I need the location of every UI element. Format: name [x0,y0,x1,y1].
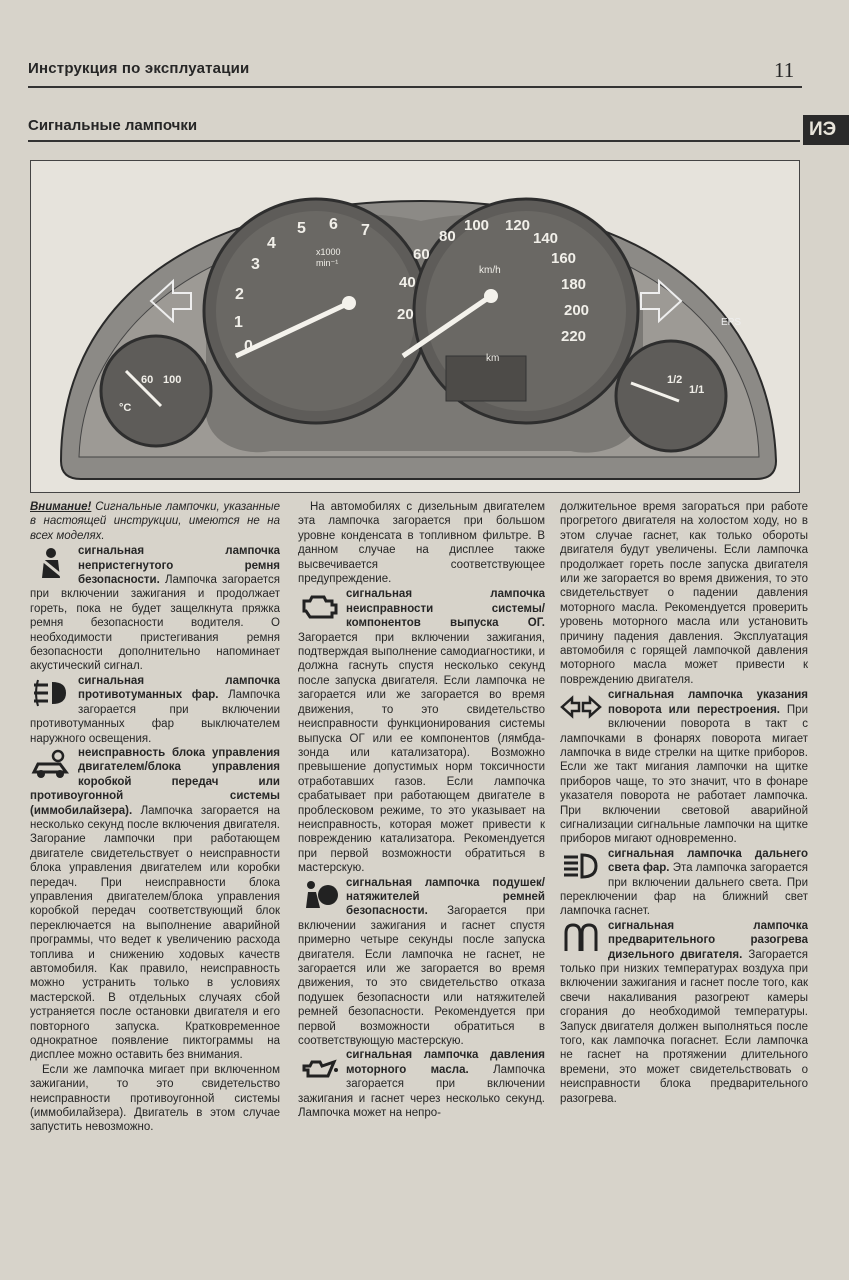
diesel-condensate-text: На автомобилях с дизельным двигателем эт… [298,501,545,586]
speedo-label: 60 [413,246,430,263]
turn-lamp-title: сигнальная лампочка указания поворота ил… [608,689,808,716]
odometer-unit: km [486,353,499,364]
glow-plug-lamp-text: Загорается только при низких температура… [560,948,808,1105]
warning-text: Сигнальные лампочки, указанные в настоящ… [30,501,280,542]
text-column-1: Внимание! Сигнальные лампочки, указанные… [30,500,280,1136]
airbag-lamp-title: сигнальная лампочка подушек/натяжителей … [346,876,545,918]
turn-lamp-text: При включении поворота в такт с лампочка… [560,703,808,846]
temp-label: 60 [141,374,153,386]
tacho-unit: x1000 [316,247,341,257]
running-header: Инструкция по эксплуатации [28,60,250,77]
speedo-label: 200 [564,302,589,319]
belt-lamp-title: сигнальная лампочка непристегнутого ремн… [78,545,280,587]
exhaust-lamp-text: Загорается при включении зажигания, подт… [298,631,545,875]
temp-label: 100 [163,374,181,386]
speedo-label: 80 [439,228,456,245]
fog-lamp-title: сигнальная лампочка противотуманных фар. [78,674,280,702]
tacho-label: 1 [234,314,243,331]
fuel-gauge [614,339,728,453]
speedo-label: 220 [561,328,586,345]
immobilizer-text: Если же лампочка мигает при включенном з… [30,1063,280,1134]
fuel-label: 1/1 [689,384,704,396]
high-beam-icon [560,849,602,883]
car-key-icon [30,748,72,782]
glow-plug-lamp-title: сигнальная лампочка предварительного раз… [608,919,808,961]
turn-right-arrow-icon [640,278,683,324]
speedo-label: 100 [464,217,489,234]
high-beam-lamp-text: Эта лампочка загорается при включении да… [560,862,808,918]
speedo-label: 140 [533,230,558,247]
ecu-lamp-title: неисправность блока управления двигателе… [30,746,280,817]
tacho-label: 5 [297,220,306,237]
glow-plug-lamp-block: сигнальная лампочка предварительного раз… [560,919,808,1106]
speedo-label: 180 [561,276,586,293]
engine-icon [298,589,340,623]
oil-can-icon [298,1050,340,1084]
glow-plug-icon [560,921,602,955]
speedo-label: 120 [505,217,530,234]
tacho-label: 6 [329,216,338,233]
tacho-unit-2: min⁻¹ [316,258,338,268]
tacho-label: 2 [235,286,244,303]
turn-signal-arrows-icon [560,690,602,724]
page-number: 11 [774,58,795,82]
tacho-label: 3 [251,256,260,273]
fog-lamp-block: сигнальная лампочка противотуманных фар.… [30,674,280,746]
speedo-label: 40 [399,274,416,291]
oil-lamp-block: сигнальная лампочка давления моторного м… [298,1048,545,1120]
fog-light-icon [30,676,72,710]
section-title: Сигнальные лампочки [28,117,198,134]
speedo-label: 20 [397,306,414,323]
high-beam-lamp-block: сигнальная лампочка дальнего света фар. … [560,847,808,919]
exhaust-lamp-block: сигнальная лампочка неисправности систем… [298,587,545,875]
high-beam-lamp-title: сигнальная лампочка дальнего света фар. [608,847,808,875]
speedo-needle [401,293,493,359]
belt-lamp-block: сигнальная лампочка непристегнутого ремн… [30,544,280,674]
oil-pressure-continued-text: должительное время загораться при работе… [560,501,808,686]
ecu-lamp-block: неисправность блока управления двигателе… [30,746,280,1063]
warning-note: Внимание! Сигнальные лампочки, указанные… [30,500,280,543]
text-column-3: должительное время загораться при работе… [560,500,808,1106]
speedo-label: 160 [551,250,576,267]
airbag-icon [298,878,340,912]
airbag-lamp-block: сигнальная лампочка подушек/натяжителей … [298,876,545,1049]
exhaust-lamp-title: сигнальная лампочка неисправности систем… [346,588,545,630]
tacho-label: 4 [267,235,276,252]
oil-lamp-text: Лампочка загорается при включении зажига… [298,1063,545,1120]
section-rule [28,140,800,142]
belt-lamp-text: Лампочка загорается при включении зажига… [30,574,280,673]
turn-lamp-block: сигнальная лампочка указания поворота ил… [560,688,808,846]
header-rule [28,86,802,88]
turn-left-arrow-icon [149,278,192,324]
section-tab: ИЭ [803,115,849,145]
temperature-gauge [99,334,213,448]
warning-title: Внимание! [30,501,92,513]
dashboard-figure: 0 1 2 3 4 5 6 7 x1000 min⁻¹ 20 40 60 80 … [30,160,800,493]
speedo-unit: km/h [479,265,501,276]
oil-lamp-title: сигнальная лампочка давления моторного м… [346,1049,545,1076]
instrument-cluster-illustration: 0 1 2 3 4 5 6 7 x1000 min⁻¹ 20 40 60 80 … [59,197,778,480]
fog-lamp-text: Лампочка загорается при включении против… [30,689,280,745]
seat-belt-icon [30,546,72,580]
fuel-label: 1/2 [667,374,682,386]
ecu-lamp-text: Лампочка загорается на несколько секунд … [30,804,280,1062]
tacho-label: 7 [361,222,370,239]
text-column-2: На автомобилях с дизельным двигателем эт… [298,500,545,1120]
tacho-needle [234,300,351,359]
airbag-lamp-text: Загорается при включении зажигания и гас… [298,905,545,1048]
temp-unit: °C [119,402,131,414]
eps-label: EPS [721,317,741,328]
tacho-label: 0 [244,338,253,355]
